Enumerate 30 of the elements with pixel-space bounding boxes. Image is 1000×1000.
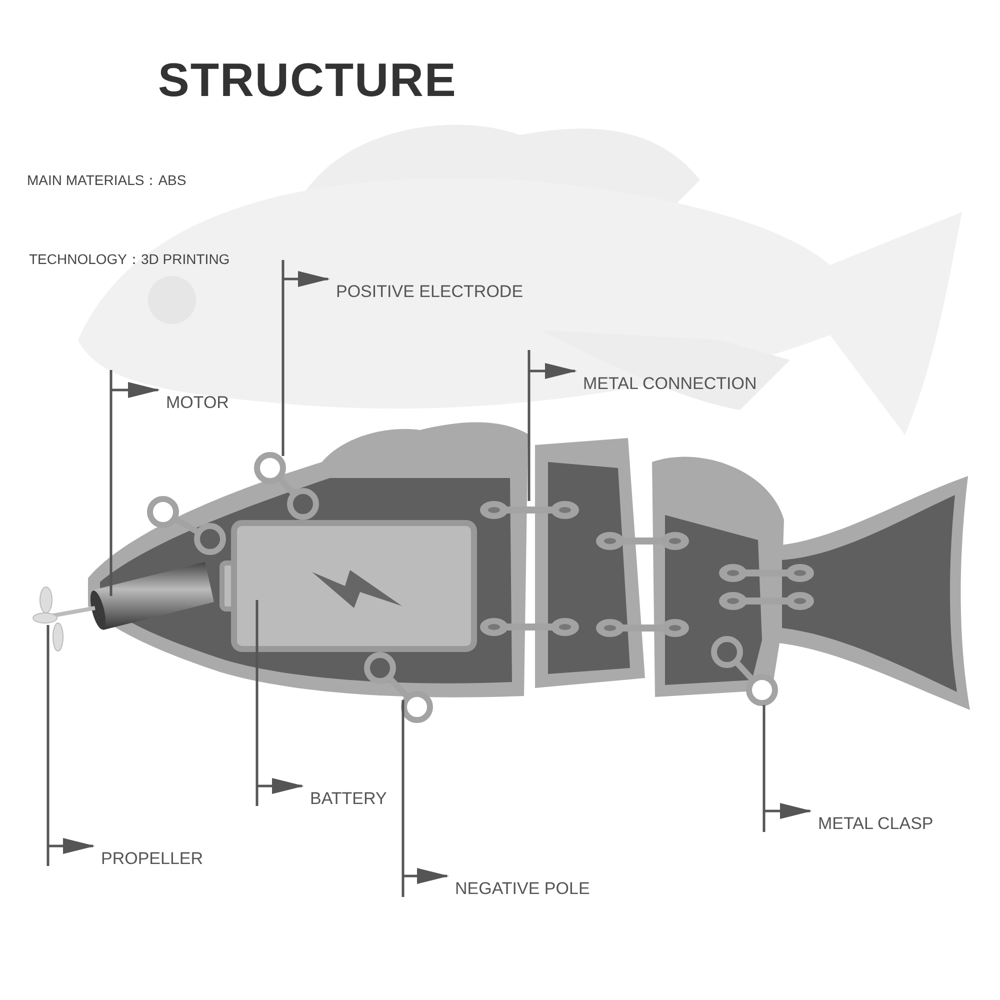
leader-line [282, 258, 330, 458]
ring-pair [364, 652, 433, 723]
eyelet-link [596, 619, 689, 637]
ring-pair [254, 452, 319, 520]
callout-label: NEGATIVE POLE [455, 879, 590, 899]
callout-label: MOTOR [166, 393, 229, 413]
eyelet-link [596, 532, 689, 550]
leader-line [110, 368, 160, 598]
eyelet-link [719, 592, 814, 610]
eyelet-link [480, 618, 579, 636]
eyelet-link [719, 564, 814, 582]
propeller-drawing [32, 586, 96, 652]
motor-cylinder [90, 562, 214, 630]
callout-label: BATTERY [310, 789, 387, 809]
battery-block [220, 520, 477, 652]
ring-pair [147, 496, 226, 555]
callout-label: METAL CONNECTION [583, 374, 757, 394]
callout-label: POSITIVE ELECTRODE [336, 282, 524, 302]
callout-label: METAL CLASP [818, 814, 934, 834]
title: STRUCTURE [158, 52, 457, 108]
ring-pair [711, 636, 778, 706]
callout-label: PROPELLER [101, 849, 204, 869]
leader-line [402, 698, 449, 898]
spec-note: MAIN MATERIALS：ABS [27, 171, 186, 189]
leader-line [46, 624, 95, 868]
spec-note: TECHNOLOGY：3D PRINTING [29, 250, 230, 268]
leader-line [256, 598, 304, 808]
leader-line [528, 348, 577, 502]
eyelet-link [480, 501, 579, 519]
leader-line [762, 704, 812, 834]
